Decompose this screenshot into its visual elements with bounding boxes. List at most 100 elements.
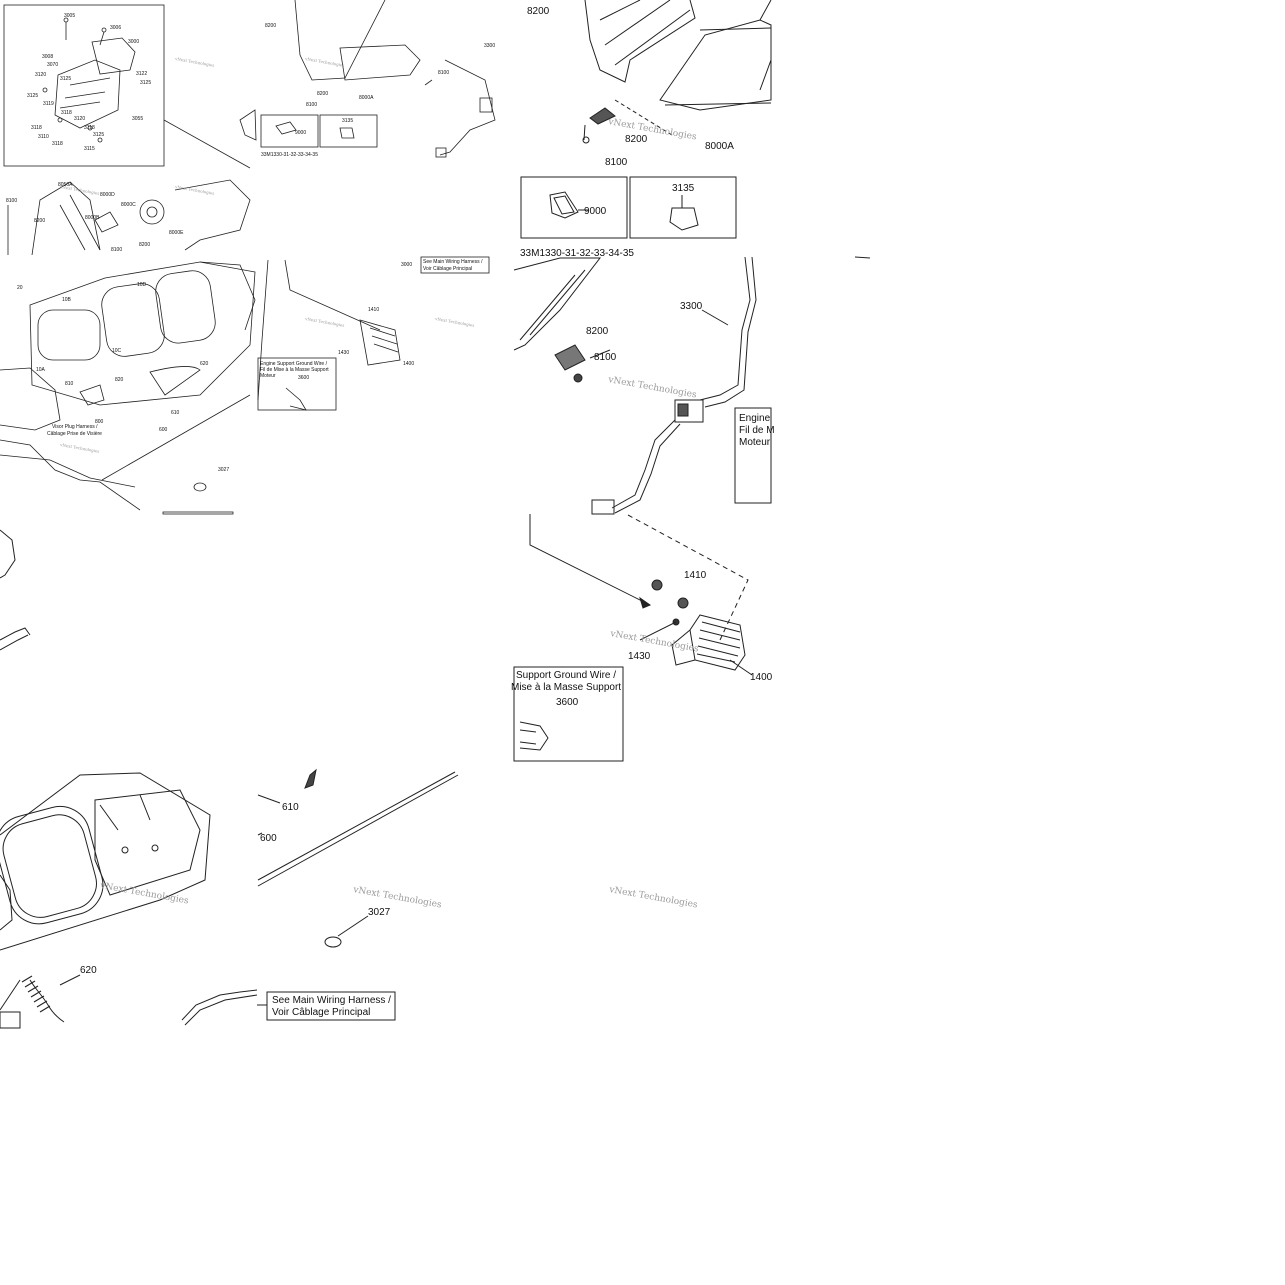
see-harness-label: See Main Wiring Harness / bbox=[272, 995, 391, 1006]
callout: 3055 bbox=[132, 116, 143, 122]
callout: 620 bbox=[80, 965, 97, 976]
callout: 10B bbox=[62, 297, 72, 303]
callout: 8100 bbox=[306, 102, 317, 108]
callout: 1410 bbox=[368, 307, 379, 313]
ground-label-small: Engine Support Ground Wire / bbox=[260, 361, 328, 367]
callout: 8000A bbox=[359, 95, 374, 101]
callout: 620 bbox=[200, 361, 209, 367]
callout: 9000 bbox=[295, 130, 306, 136]
callout: 3125 bbox=[93, 132, 104, 138]
callout: 10D bbox=[137, 282, 147, 288]
watermark: vNext Technologies bbox=[59, 184, 100, 196]
callout: 1400 bbox=[403, 361, 414, 367]
callout: 8100 bbox=[6, 198, 17, 204]
see-harness-small: See Main Wiring Harness / bbox=[423, 259, 483, 265]
see-harness-small: Voir Câblage Principal bbox=[423, 266, 472, 272]
see-harness-box bbox=[266, 991, 396, 1021]
tile-cluster-small bbox=[0, 256, 490, 515]
callout: 8050A bbox=[58, 182, 73, 188]
callout: 3135 bbox=[672, 183, 695, 194]
callout: 10C bbox=[112, 348, 122, 354]
callout: 3070 bbox=[47, 62, 58, 68]
callout: 600 bbox=[260, 833, 277, 844]
callout: 3118 bbox=[61, 110, 72, 116]
ground-label: Mise à la Masse Support bbox=[511, 682, 621, 693]
callout: 8200 bbox=[317, 91, 328, 97]
inset-box-3135 bbox=[629, 176, 737, 239]
callout: 3600 bbox=[556, 697, 579, 708]
callout: 800 bbox=[95, 419, 104, 425]
callout: 8000D bbox=[100, 192, 115, 198]
callout: 1430 bbox=[628, 651, 651, 662]
callout: 810 bbox=[65, 381, 74, 387]
callout: 1430 bbox=[338, 350, 349, 356]
tile-regulator-zoom bbox=[513, 514, 753, 762]
watermark: vNext Technologies bbox=[304, 56, 345, 68]
engine-label: Moteur bbox=[739, 437, 771, 448]
callout: 8000E bbox=[169, 230, 184, 236]
callout: 3006 bbox=[110, 25, 121, 31]
callout: 8100 bbox=[605, 157, 628, 168]
callout: 3125 bbox=[27, 93, 38, 99]
watermark: vNext Technologies bbox=[174, 56, 215, 68]
callout: 1400 bbox=[750, 672, 773, 683]
callout-labels: 3005 3006 3000 3008 3070 3120 3125 3122 … bbox=[6, 6, 775, 1018]
visor-label: Câblage Prise de Visière bbox=[47, 431, 102, 437]
callout: 3300 bbox=[484, 43, 495, 49]
tile-lanyard-zoom bbox=[181, 768, 459, 1026]
doc-code-small: 33M1330-31-32-33-34-35 bbox=[261, 152, 318, 158]
engine-label: Engine bbox=[739, 413, 771, 424]
callout: 3008 bbox=[42, 54, 53, 60]
ground-label-small: Moteur bbox=[260, 373, 276, 379]
callout: 3120 bbox=[74, 116, 85, 122]
callout: 3000 bbox=[401, 262, 412, 268]
callout: 8100 bbox=[594, 352, 617, 363]
callout: 3118 bbox=[31, 125, 42, 131]
callout: 3125 bbox=[60, 76, 71, 82]
ground-label-small: Fil de Mise à la Masse Support bbox=[260, 367, 329, 373]
callout: 8200 bbox=[527, 6, 550, 17]
callout: 3122 bbox=[136, 71, 147, 77]
tile-partial-left bbox=[0, 256, 871, 651]
callout: 3600 bbox=[298, 375, 309, 381]
see-harness-label: Voir Câblage Principal bbox=[272, 1007, 370, 1018]
callout: 8200 bbox=[625, 134, 648, 145]
callout: 10A bbox=[36, 367, 46, 373]
callout: 8200 bbox=[34, 218, 45, 224]
callout: 3027 bbox=[368, 907, 391, 918]
callout: 3300 bbox=[680, 301, 703, 312]
ground-label: Support Ground Wire / bbox=[516, 670, 616, 681]
callout: 8000A bbox=[705, 141, 734, 152]
watermark: vNext Technologies bbox=[174, 184, 215, 196]
callout: 3119 bbox=[43, 101, 54, 107]
callout: 20 bbox=[17, 285, 23, 291]
callout: 8200 bbox=[586, 326, 609, 337]
callout: 3005 bbox=[64, 13, 75, 19]
tile-overview-top-left bbox=[3, 0, 496, 256]
callout: 3027 bbox=[218, 467, 229, 473]
engine-label: Fil de M bbox=[739, 425, 775, 436]
callout: 610 bbox=[282, 802, 299, 813]
callout: 3118 bbox=[84, 125, 95, 131]
inset-box-ground-wire bbox=[513, 666, 624, 762]
callout: 8200 bbox=[265, 23, 276, 29]
callout: 610 bbox=[171, 410, 180, 416]
tile-headlamp-zoom bbox=[520, 0, 772, 239]
inset-box-bracket bbox=[3, 4, 165, 167]
watermark: vNext Technologies bbox=[304, 316, 345, 328]
callout: 3125 bbox=[140, 80, 151, 86]
callout: 3110 bbox=[38, 134, 49, 140]
doc-code: 33M1330-31-32-33-34-35 bbox=[520, 248, 634, 259]
inset-box-9000-small bbox=[260, 114, 319, 148]
callout: 9000 bbox=[584, 206, 607, 217]
callout: 820 bbox=[115, 377, 124, 383]
inset-box-3135-small bbox=[319, 114, 378, 148]
callout: 3000 bbox=[128, 39, 139, 45]
visor-label: Visor Plug Harness / bbox=[52, 424, 98, 430]
tile-cluster-zoom bbox=[0, 772, 211, 1029]
callout: 8100 bbox=[438, 70, 449, 76]
callout: 3120 bbox=[35, 72, 46, 78]
callout: 8000C bbox=[121, 202, 136, 208]
callout: 600 bbox=[159, 427, 168, 433]
